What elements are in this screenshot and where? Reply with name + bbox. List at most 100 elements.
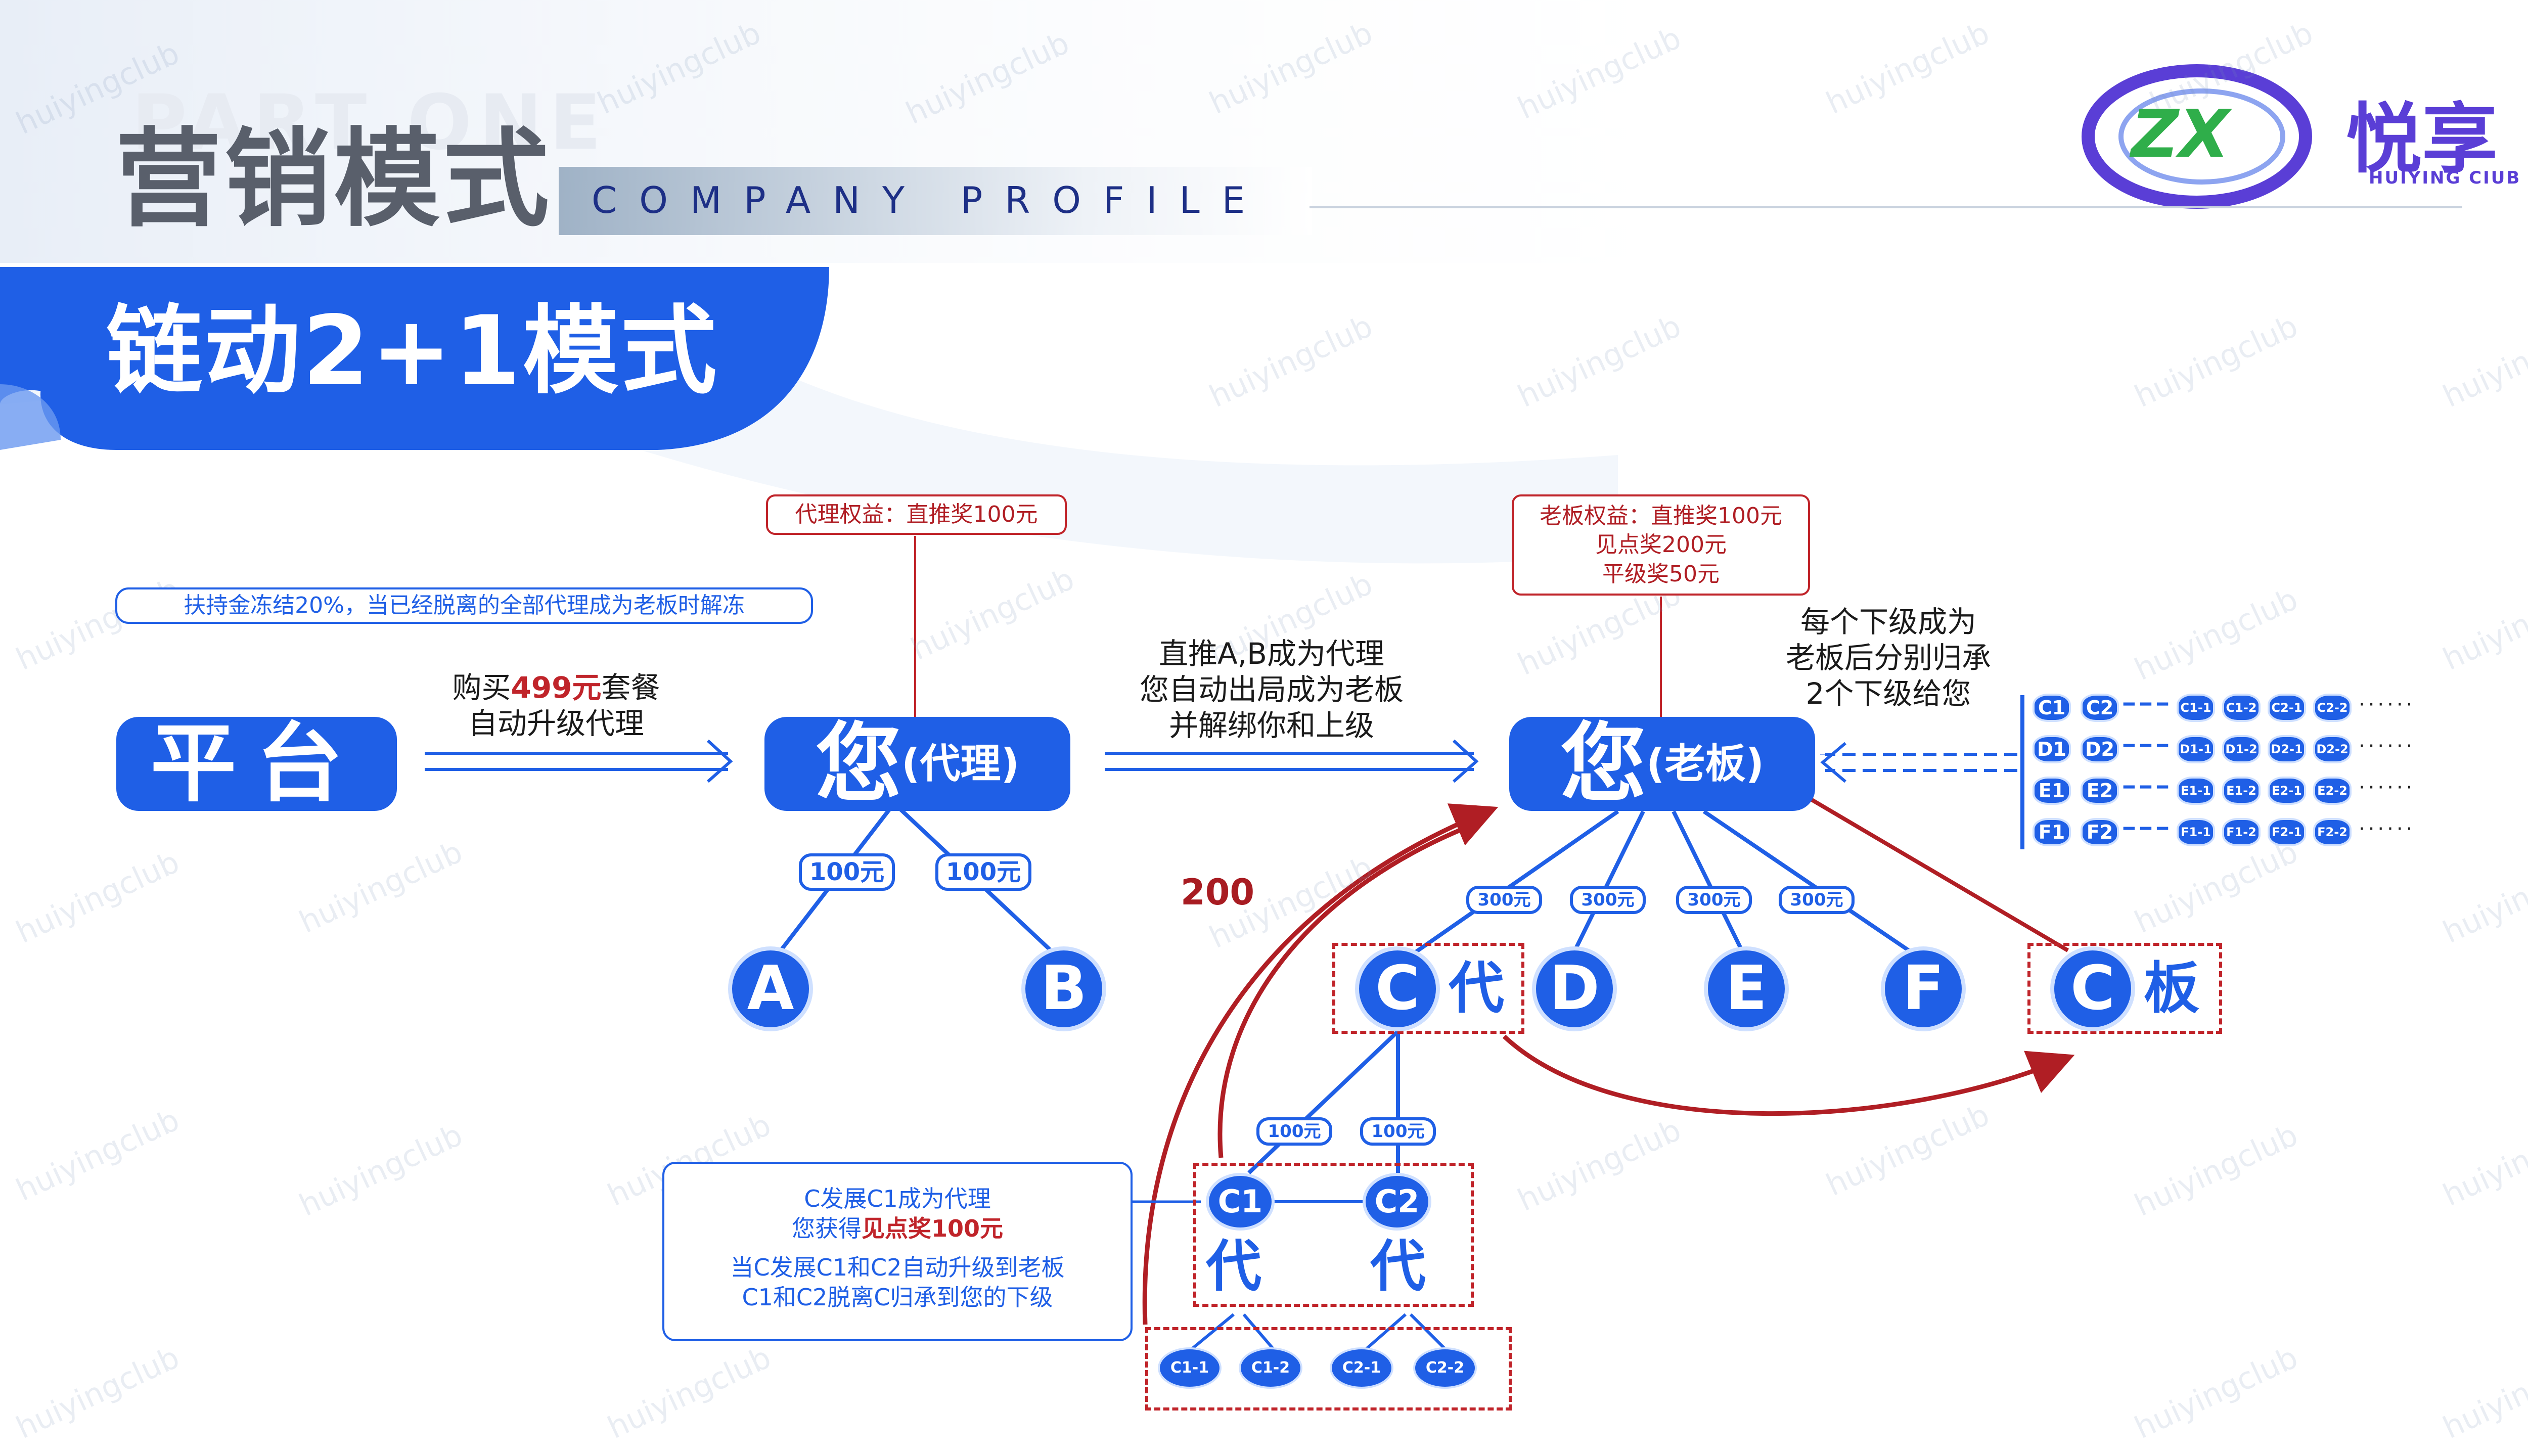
grid-node: D2	[2081, 735, 2119, 763]
logo-name-cn: 悦享	[2346, 95, 2498, 184]
logo-mark: ZX	[2131, 96, 2230, 172]
reward-pill-a: 100元	[799, 853, 895, 891]
grid-node: C2-1	[2268, 694, 2306, 722]
grid-node: E2-1	[2268, 777, 2306, 805]
c-agent-suffix: 代	[1449, 956, 1504, 1021]
edge-boss-c	[1409, 809, 1619, 958]
promote-step-text: 直推A,B成为代理 您自动出局成为老板 并解绑你和上级	[1087, 636, 1456, 743]
inherit-line-3: 2个下级给您	[1805, 676, 1971, 711]
grid-node: C1-2	[2222, 694, 2261, 722]
banner-curl	[0, 384, 61, 450]
freeze-note: 扶持金冻结20%，当已经脱离的全部代理成为老板时解冻	[115, 587, 813, 624]
you-agent-main: 您	[815, 714, 901, 814]
grid-ellipsis: ······	[2359, 817, 2416, 841]
grid-node: E2-2	[2313, 777, 2352, 805]
buy-step-text: 购买499元套餐 自动升级代理	[415, 670, 698, 742]
explain-line-2-a: 您获得	[791, 1214, 862, 1242]
promote-line-1: 直推A,B成为代理	[1159, 636, 1384, 671]
reward-pill-e: 300元	[1676, 886, 1752, 914]
arrow-promote-head	[1452, 739, 1479, 783]
company-profile-label: COMPANY PROFILE	[592, 179, 1268, 221]
node-e: E	[1704, 946, 1789, 1031]
reward-pill-c1: 100元	[1256, 1117, 1332, 1146]
curve-inner	[1217, 819, 1482, 1158]
reward-pill-b: 100元	[935, 853, 1031, 891]
part-label: PART ONE	[131, 79, 609, 167]
boss-rights-line-3: 平级奖50元	[1602, 561, 1720, 587]
grid-node: F1	[2033, 818, 2071, 846]
agent-rights-text: 代理权益：直推奖100元	[795, 502, 1038, 528]
grid-node: C2-2	[2313, 694, 2352, 722]
buy-text-c: 套餐	[601, 670, 660, 705]
edge-c-c1	[1247, 1030, 1400, 1174]
you-agent-sub: (代理)	[901, 740, 1020, 787]
explain-box: C发展C1成为代理 您获得见点奖100元 当C发展C1和C2自动升级到老板 C1…	[662, 1162, 1133, 1341]
header-divider	[1310, 206, 2462, 208]
curve-outer	[1142, 803, 1499, 1325]
buy-text-2: 自动升级代理	[468, 706, 644, 741]
inherit-step-text: 每个下级成为 老板后分别归承 2个下级给您	[1739, 604, 2038, 711]
you-agent-node: 您(代理)	[764, 717, 1070, 811]
promote-line-2: 您自动出局成为老板	[1139, 672, 1404, 707]
grid-node: F2-2	[2313, 818, 2352, 846]
grid-node: E1-2	[2222, 777, 2261, 805]
node-c2-2: C2-2	[1413, 1347, 1477, 1389]
grid-node: D2-1	[2268, 735, 2306, 763]
section-banner	[0, 267, 829, 450]
explain-line-4: C1和C2脱离C归承到您的下级	[742, 1283, 1053, 1311]
reward-pill-c2: 100元	[1360, 1117, 1436, 1146]
bottom-children-frame	[1145, 1327, 1512, 1410]
edge-boss-f	[1702, 809, 1918, 958]
curve-reward-label: 200	[1181, 872, 1255, 913]
explain-line-2: 您获得见点奖100元	[664, 1214, 1131, 1244]
you-boss-sub: (老板)	[1646, 740, 1765, 787]
platform-node: 平台	[116, 717, 397, 811]
inherit-line-1: 每个下级成为	[1800, 605, 1976, 639]
node-c1-1: C1-1	[1158, 1347, 1222, 1389]
grid-node: C1	[2033, 694, 2071, 722]
grid-node: F1-1	[2177, 818, 2215, 846]
grid-node: F1-2	[2222, 818, 2261, 846]
grid-node: F2-1	[2268, 818, 2306, 846]
promote-line-3: 并解绑你和上级	[1168, 708, 1374, 743]
node-c1: C1	[1206, 1173, 1275, 1231]
node-c2: C2	[1363, 1173, 1431, 1231]
you-boss-node: 您(老板)	[1509, 717, 1815, 811]
node-c-boss: C	[2050, 946, 2135, 1031]
grid-ellipsis: ······	[2359, 693, 2416, 716]
node-c: C	[1355, 946, 1440, 1031]
c-boss-suffix: 板	[2144, 956, 2199, 1021]
buy-price: 499元	[511, 670, 602, 705]
reward-pill-c: 300元	[1466, 886, 1542, 914]
boss-rights-note: 老板权益：直推奖100元 见点奖200元 平级奖50元	[1512, 494, 1810, 596]
grid-dash: ━ ━ ━	[2124, 694, 2168, 715]
boss-rights-line-2: 见点奖200元	[1595, 532, 1727, 558]
c-agent-frame	[1332, 943, 1524, 1034]
grid-node: E1-1	[2177, 777, 2215, 805]
grid-node: F2	[2081, 818, 2119, 846]
edge-boss-d	[1570, 810, 1645, 957]
grid-node: D1	[2033, 735, 2071, 763]
edge-boss-e	[1672, 810, 1746, 957]
node-c1-2: C1-2	[1239, 1347, 1302, 1389]
inherit-line-2: 老板后分别归承	[1785, 640, 1991, 675]
c2-suffix: 代	[1370, 1234, 1426, 1299]
grid-dash: ━ ━ ━	[2124, 736, 2168, 756]
arrow-buy-head	[706, 739, 733, 783]
you-boss-main: 您	[1560, 714, 1646, 814]
c-boss-frame	[2027, 943, 2222, 1034]
node-c2-1: C2-1	[1330, 1347, 1393, 1389]
edge-boss-cboss	[1809, 797, 2069, 952]
arrow-inherit-head	[1820, 742, 1846, 783]
reward-pill-f: 300元	[1779, 886, 1855, 914]
grid-dash: ━ ━ ━	[2124, 818, 2168, 839]
explain-line-1: C发展C1成为代理	[804, 1185, 991, 1212]
curve-c-to-cboss	[1502, 1034, 2075, 1116]
logo-swoosh-inner	[2118, 88, 2285, 185]
boss-rights-line-1: 老板权益：直推奖100元	[1540, 503, 1782, 529]
grid-node: C1-1	[2177, 694, 2215, 722]
grid-node: D2-2	[2313, 735, 2352, 763]
platform-label: 平台	[150, 714, 363, 814]
edge-c2-c21	[1364, 1313, 1407, 1351]
